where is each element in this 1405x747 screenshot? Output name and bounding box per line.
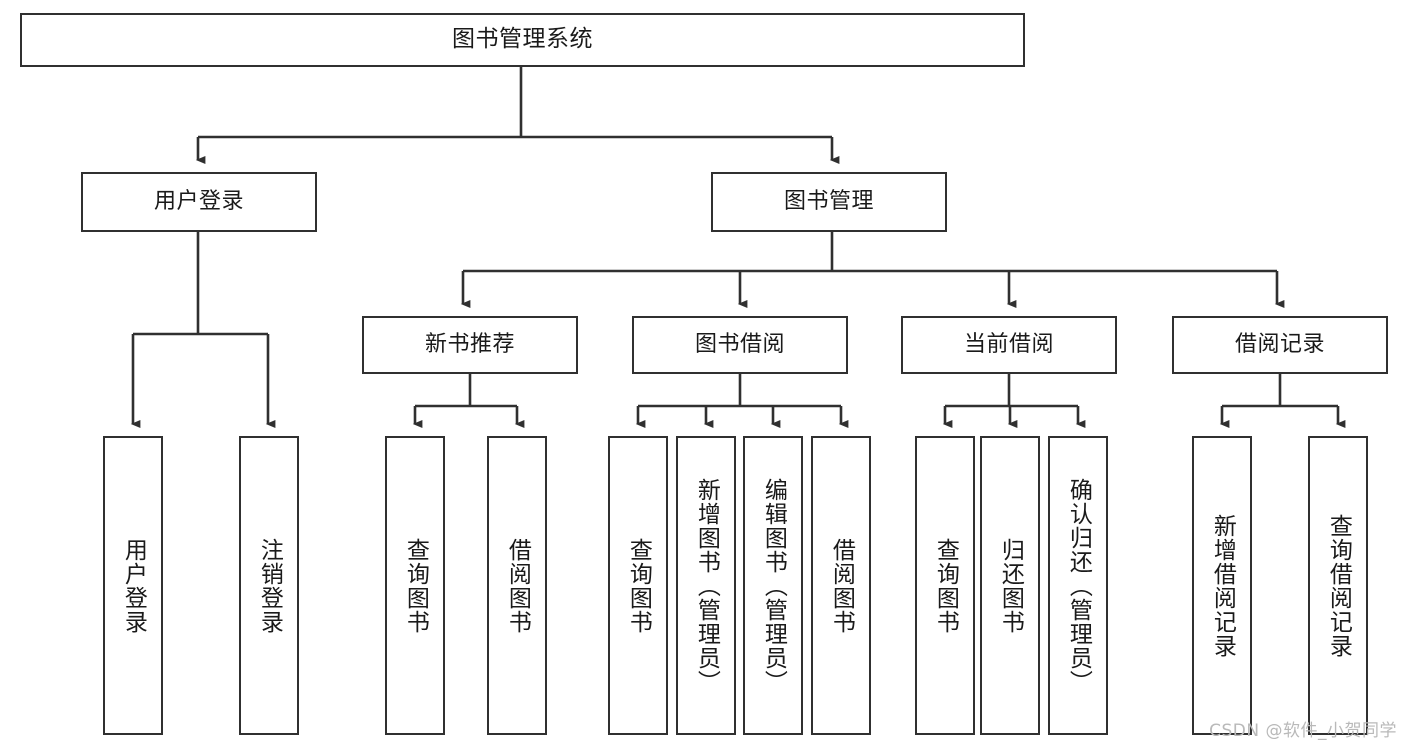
node-leaf-query-book-1-label: 查询图书 [402,537,429,634]
node-leaf-borrow-book-2-label: 借阅图书 [828,537,855,634]
node-leaf-query-book-3[interactable]: 查询图书 [915,436,975,735]
node-leaf-query-book-2[interactable]: 查询图书 [608,436,668,735]
node-root-book-management-system[interactable]: 图书管理系统 [20,13,1025,67]
node-leaf-user-login-label: 用户登录 [120,537,147,634]
node-current-borrow-label: 当前借阅 [963,331,1054,357]
node-user-login-label: 用户登录 [153,188,244,214]
node-leaf-confirm-return[interactable]: 确认归还（管理员） [1048,436,1108,735]
node-book-management-label: 图书管理 [783,188,874,214]
node-leaf-return-book-label: 归还图书 [997,537,1024,634]
node-leaf-query-record-label: 查询借阅记录 [1325,513,1352,658]
node-leaf-borrow-book-1[interactable]: 借阅图书 [487,436,547,735]
node-leaf-add-book-label: 新增图书（管理员） [693,477,720,694]
node-book-management[interactable]: 图书管理 [711,172,947,232]
node-borrow-record[interactable]: 借阅记录 [1172,316,1388,374]
node-book-borrow[interactable]: 图书借阅 [632,316,848,374]
node-leaf-query-record[interactable]: 查询借阅记录 [1308,436,1368,735]
node-leaf-edit-book[interactable]: 编辑图书（管理员） [743,436,803,735]
node-leaf-borrow-book-1-label: 借阅图书 [504,537,531,634]
node-leaf-return-book[interactable]: 归还图书 [980,436,1040,735]
node-leaf-query-book-2-label: 查询图书 [625,537,652,634]
node-borrow-record-label: 借阅记录 [1234,331,1325,357]
node-leaf-query-book-3-label: 查询图书 [932,537,959,634]
node-leaf-add-record-label: 新增借阅记录 [1209,513,1236,658]
node-leaf-add-book[interactable]: 新增图书（管理员） [676,436,736,735]
node-user-login[interactable]: 用户登录 [81,172,317,232]
node-leaf-edit-book-label: 编辑图书（管理员） [760,477,787,694]
node-root-label: 图书管理系统 [452,26,593,53]
csdn-watermark: CSDN @软件_小贺同学 [1209,721,1397,741]
node-leaf-confirm-return-label: 确认归还（管理员） [1065,477,1092,694]
node-leaf-borrow-book-2[interactable]: 借阅图书 [811,436,871,735]
node-new-book-recommend[interactable]: 新书推荐 [362,316,578,374]
node-leaf-user-login[interactable]: 用户登录 [103,436,163,735]
node-leaf-add-record[interactable]: 新增借阅记录 [1192,436,1252,735]
node-leaf-logout-login-label: 注销登录 [256,537,283,634]
node-current-borrow[interactable]: 当前借阅 [901,316,1117,374]
node-new-book-recommend-label: 新书推荐 [424,331,515,357]
node-leaf-logout-login[interactable]: 注销登录 [239,436,299,735]
node-book-borrow-label: 图书借阅 [694,331,785,357]
node-leaf-query-book-1[interactable]: 查询图书 [385,436,445,735]
